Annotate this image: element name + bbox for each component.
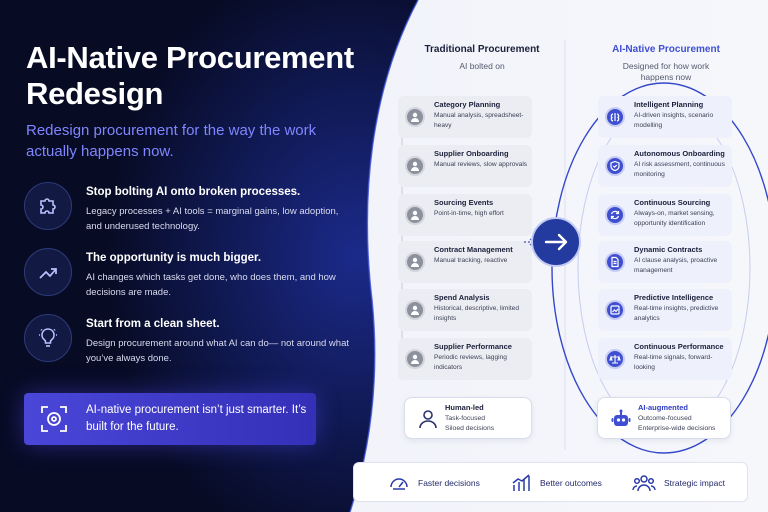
list-item: Continuous Sourcing Always-on, market se… [598, 194, 732, 236]
list-item: Supplier Performance Periodic reviews, l… [398, 338, 532, 380]
point-title: The opportunity is much bigger. [86, 252, 262, 264]
trend-up-icon [24, 248, 72, 296]
item-desc: Always-on, market sensing, opportunity i… [634, 210, 715, 227]
puzzle-icon [24, 182, 72, 230]
list-item: Category Planning Manual analysis, sprea… [398, 96, 532, 138]
item-desc: AI clause analysis, proactive management [634, 257, 718, 274]
point-body: Legacy processes + AI tools = marginal g… [86, 206, 339, 232]
list-item: Autonomous Onboarding AI risk assessment… [598, 145, 732, 187]
footer-line1: Outcome-focused [638, 415, 692, 422]
outcome-label: Faster decisions [418, 478, 480, 488]
brain-icon [605, 107, 625, 127]
footer-line2: Siloed decisions [445, 424, 495, 432]
outcome-label: Better outcomes [540, 478, 602, 488]
item-desc: AI-driven insights, scenario modelling [634, 112, 714, 129]
item-desc: Real-time insights, predictive analytics [634, 305, 719, 322]
speedometer-icon [390, 478, 408, 490]
item-title: Spend Analysis [434, 293, 490, 302]
page-subtitle: Redesign procurement for the way the wor… [26, 122, 317, 160]
person-icon [405, 156, 425, 176]
item-title: Supplier Onboarding [434, 149, 509, 158]
list-item: Sourcing Events Point-in-time, high effo… [398, 194, 532, 236]
item-title: Continuous Performance [634, 342, 724, 351]
item-desc: Real-time signals, forward-looking [634, 354, 713, 371]
person-icon [405, 300, 425, 320]
item-title: Dynamic Contracts [634, 245, 703, 254]
item-title: Sourcing Events [434, 198, 494, 207]
footer-line1: Task-focused [445, 415, 486, 422]
ai-header: AI-Native Procurement Designed for how w… [596, 44, 736, 83]
footer-title: Human-led [445, 403, 484, 412]
outcome-item: Better outcomes [510, 471, 602, 495]
item-title: Autonomous Onboarding [634, 149, 725, 158]
item-title: Predictive Intelligence [634, 293, 714, 302]
list-item: Spend Analysis Historical, descriptive, … [398, 289, 532, 331]
point-body: AI changes which tasks get done, who doe… [86, 272, 336, 298]
bar-chart-icon [512, 474, 530, 491]
list-item: Contract Management Manual tracking, rea… [398, 241, 532, 283]
point-title: Stop bolting AI onto broken processes. [86, 186, 301, 198]
list-item: Continuous Performance Real-time signals… [598, 338, 732, 380]
point-body: Design procurement around what AI can do… [86, 338, 349, 364]
robot-icon [611, 409, 631, 426]
outcome-item: Faster decisions [388, 471, 480, 495]
person-icon [405, 252, 425, 272]
focus-target-icon [38, 403, 70, 435]
list-item: Intelligent Planning AI-driven insights,… [598, 96, 732, 138]
document-icon [605, 252, 625, 272]
traditional-footer-card: Human-led Task-focused Siloed decisions [404, 397, 532, 439]
person-icon [405, 107, 425, 127]
people-icon [632, 475, 656, 492]
footer-line2: Enterprise-wide decisions [638, 424, 716, 432]
lightbulb-icon [24, 314, 72, 362]
outcome-item: Strategic impact [632, 471, 725, 495]
traditional-subheading: AI bolted on [459, 61, 505, 71]
ai-footer-card: AI-augmented Outcome-focused Enterprise-… [597, 397, 731, 439]
list-item: Supplier Onboarding Manual reviews, slow… [398, 145, 532, 187]
item-desc: AI risk assessment, continuous monitorin… [634, 161, 725, 178]
person-icon [419, 410, 437, 429]
point-stop-bolting: Stop bolting AI onto broken processes. L… [24, 182, 354, 242]
item-desc: Point-in-time, high effort [434, 210, 504, 217]
shield-check-icon [605, 156, 625, 176]
item-title: Contract Management [434, 245, 513, 254]
item-desc: Historical, descriptive, limited insight… [434, 305, 520, 322]
item-title: Continuous Sourcing [634, 198, 711, 207]
item-desc: Periodic reviews, lagging indicators [434, 354, 507, 371]
ai-heading: AI-Native Procurement [612, 44, 720, 55]
point-clean-sheet: Start from a clean sheet. Design procure… [24, 314, 354, 374]
person-icon [405, 349, 425, 369]
item-title: Intelligent Planning [634, 100, 704, 109]
callout-banner: AI-native procurement isn’t just smarter… [24, 393, 316, 445]
callout-text: AI-native procurement isn’t just smarter… [86, 404, 307, 433]
point-opportunity: The opportunity is much bigger. AI chang… [24, 248, 354, 308]
traditional-heading: Traditional Procurement [424, 44, 540, 55]
point-title: Start from a clean sheet. [86, 318, 220, 330]
list-item: Predictive Intelligence Real-time insigh… [598, 289, 732, 331]
outcomes-bar: Faster decisions Better outcomes Strateg… [353, 462, 748, 502]
item-desc: Manual reviews, slow approvals [434, 161, 528, 168]
page-title: AI-Native Procurement Redesign [26, 40, 354, 111]
item-title: Supplier Performance [434, 342, 512, 351]
item-desc: Manual analysis, spreadsheet-heavy [434, 112, 524, 129]
refresh-icon [605, 205, 625, 225]
ai-subheading: Designed for how work happens now [622, 61, 710, 82]
hero-panel: AI-Native Procurement Redesign Redesign … [0, 0, 380, 512]
chart-icon [605, 300, 625, 320]
transition-arrow [524, 217, 581, 267]
balance-icon [605, 349, 625, 369]
person-icon [405, 205, 425, 225]
outcome-label: Strategic impact [664, 478, 725, 488]
item-title: Category Planning [434, 100, 501, 109]
footer-title: AI-augmented [638, 403, 689, 412]
traditional-header: Traditional Procurement AI bolted on [412, 44, 552, 72]
list-item: Dynamic Contracts AI clause analysis, pr… [598, 241, 732, 283]
item-desc: Manual tracking, reactive [434, 257, 508, 264]
